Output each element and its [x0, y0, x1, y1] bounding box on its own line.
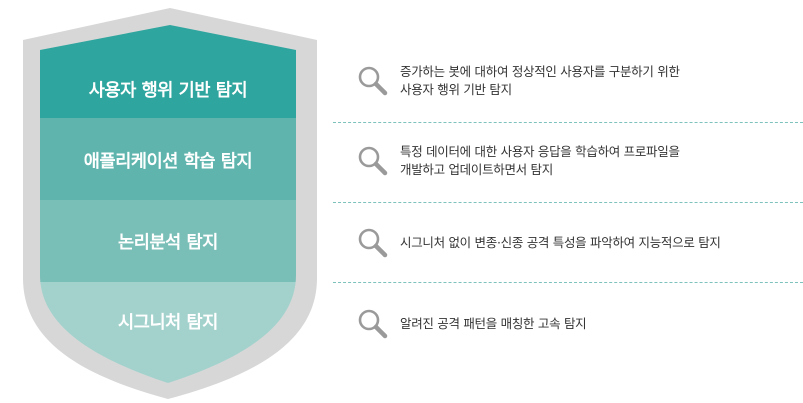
divider-1: [333, 122, 803, 123]
description-line: 증가하는 봇에 대하여 정상적인 사용자를 구분하기 위한: [400, 64, 680, 79]
layer-label-user-behavior: 사용자 행위 기반 탐지: [88, 81, 248, 101]
layer-label-logic-analysis: 논리분석 탐지: [118, 233, 218, 253]
description-text: 증가하는 봇에 대하여 정상적인 사용자를 구분하기 위한 사용자 행위 기반 …: [400, 63, 680, 99]
description-text: 시그니처 없이 변종·신종 공격 특성을 파악하여 지능적으로 탐지: [400, 234, 721, 252]
magnifier-icon: [358, 309, 388, 339]
divider-2: [333, 202, 803, 203]
description-row-3: 시그니처 없이 변종·신종 공격 특성을 파악하여 지능적으로 탐지: [356, 226, 721, 260]
description-line: 개발하고 업데이트하면서 탐지: [400, 162, 553, 177]
layer-label-signature: 시그니처 탐지: [118, 313, 218, 333]
description-row-2: 특정 데이터에 대한 사용자 응답을 학습하여 프로파일을 개발하고 업데이트하…: [356, 143, 680, 179]
magnifier-icon: [358, 228, 388, 258]
divider-3: [333, 282, 803, 283]
layer-label-app-learning: 애플리케이션 학습 탐지: [83, 152, 253, 172]
shield-graphic: [23, 8, 317, 399]
description-line: 알려진 공격 패턴을 매칭한 고속 탐지: [400, 316, 587, 331]
magnifier-icon: [358, 146, 388, 176]
description-text: 특정 데이터에 대한 사용자 응답을 학습하여 프로파일을 개발하고 업데이트하…: [400, 143, 680, 179]
shield-layer-2: [40, 118, 296, 200]
description-line: 시그니처 없이 변종·신종 공격 특성을 파악하여 지능적으로 탐지: [400, 235, 721, 250]
description-row-1: 증가하는 봇에 대하여 정상적인 사용자를 구분하기 위한 사용자 행위 기반 …: [356, 63, 680, 99]
magnifier-icon: [358, 66, 388, 96]
description-line: 특정 데이터에 대한 사용자 응답을 학습하여 프로파일을: [400, 144, 680, 159]
shield-layer-3: [40, 200, 296, 282]
description-text: 알려진 공격 패턴을 매칭한 고속 탐지: [400, 315, 587, 333]
description-line: 사용자 행위 기반 탐지: [400, 82, 512, 97]
description-row-4: 알려진 공격 패턴을 매칭한 고속 탐지: [356, 307, 587, 341]
